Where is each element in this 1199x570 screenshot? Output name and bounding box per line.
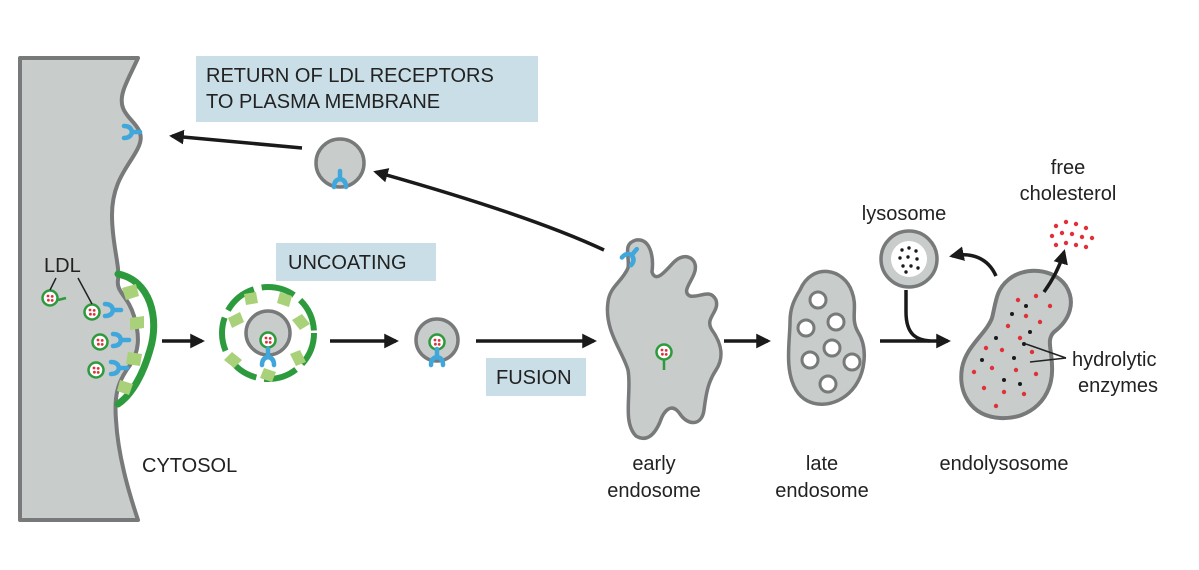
uncoated-vesicle [414,317,460,365]
uncoating-caption-box [276,243,436,281]
free-cholesterol-label-line1: free [1051,157,1085,179]
lysosome-label: lysosome [862,203,946,225]
enzyme-pointer-2 [1029,357,1067,363]
cytosol-label: CYTOSOL [142,455,237,477]
fusion-caption-box [486,358,586,396]
process-arrows [162,129,1068,349]
plasma-membrane [18,56,143,522]
return-caption-line1: RETURN OF LDL RECEPTORS [206,65,494,87]
endolysosome [959,268,1073,421]
fusion-caption: FUSION [496,367,572,389]
hydrolytic-enzymes-label-line1: hydrolytic [1072,349,1156,371]
late-endosome [786,269,866,406]
ldl-label: LDL [44,255,81,277]
arrow-to-return-vesicle [373,168,605,252]
late-endosome-label-line1: late [806,453,838,475]
return-caption-line2: TO PLASMA MEMBRANE [206,91,440,113]
lysosome-fusion-line [904,290,931,343]
hydrolytic-enzymes-label-line2: enzymes [1078,375,1158,397]
arrow-to-plasma-membrane [169,129,303,150]
free-cholesterol-dots [1049,219,1095,250]
clathrin-coated-pit [114,270,158,408]
arrow-to-lysosome [949,246,998,277]
early-endosome-label-line2: endosome [607,480,700,502]
free-cholesterol-label-line2: cholesterol [1020,183,1117,205]
coated-vesicle [219,284,317,382]
endolysosome-label: endolysosome [940,453,1069,475]
uncoating-caption: UNCOATING [288,252,407,274]
lysosome [879,229,939,289]
return-caption-box [196,56,538,122]
free-ldl [41,289,67,307]
enzyme-pointer-1 [1025,343,1067,359]
early-endosome [605,238,723,441]
late-endosome-label-line2: endosome [775,480,868,502]
return-vesicle [314,137,366,187]
early-endosome-label-line1: early [632,453,675,475]
arrow-to-free-cholesterol [1042,249,1068,294]
